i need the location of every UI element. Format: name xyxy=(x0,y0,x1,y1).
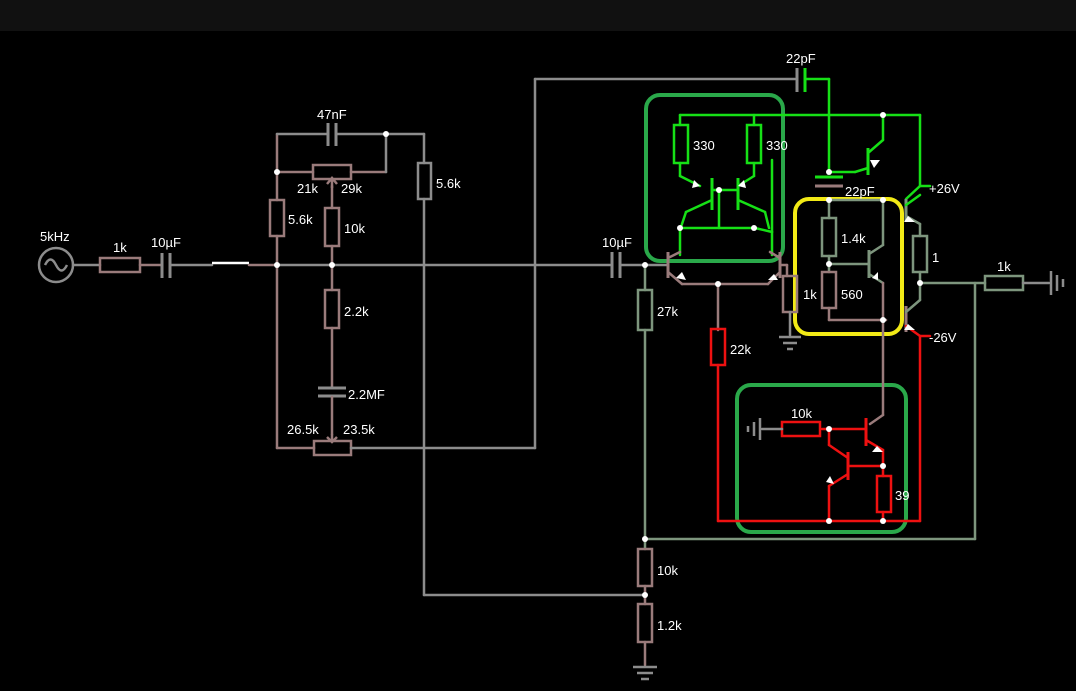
arrowheads xyxy=(676,160,915,484)
label-r-5k6-left: 5.6k xyxy=(288,212,313,227)
highlight-box-current-source xyxy=(735,383,908,534)
tone-network xyxy=(268,77,797,597)
resistor-10k-cs[interactable] xyxy=(780,420,822,438)
label-r-10k-bias: 10k xyxy=(657,563,678,578)
feedback-cap xyxy=(795,68,843,188)
resistor-330-left[interactable] xyxy=(672,123,690,165)
ground-output-icon xyxy=(1049,271,1065,295)
label-c-22pf-mid: 22pF xyxy=(845,184,875,199)
resistor-22k[interactable] xyxy=(709,327,727,367)
resistor-10k-tone[interactable] xyxy=(323,206,341,248)
resistor-1-output[interactable] xyxy=(911,234,929,274)
label-r-10k-tone: 10k xyxy=(344,221,365,236)
ground-cs-icon xyxy=(746,418,762,440)
label-source-freq: 5kHz xyxy=(40,229,70,244)
resistor-1k4[interactable] xyxy=(820,216,838,258)
resistor-330-right[interactable] xyxy=(745,123,763,165)
ground-bottom-icon xyxy=(633,665,657,681)
label-r-5k6-right: 5.6k xyxy=(436,176,461,191)
label-r-1k-load: 1k xyxy=(997,259,1011,274)
label-r-1k2: 1.2k xyxy=(657,618,682,633)
highlight-box-vbe-multiplier xyxy=(793,197,904,336)
label-c-in: 10µF xyxy=(151,235,181,250)
resistor-5k6-right[interactable] xyxy=(416,161,433,201)
junction-dots xyxy=(274,112,923,598)
label-r-39: 39 xyxy=(895,488,909,503)
label-r-22k: 22k xyxy=(730,342,751,357)
label-v-neg: -26V xyxy=(929,330,957,345)
vas-stage xyxy=(779,113,1065,351)
label-c-in2: 10µF xyxy=(602,235,632,250)
label-v-pos: +26V xyxy=(929,181,960,196)
label-pot-top-right: 29k xyxy=(341,181,362,196)
input-transistors xyxy=(666,250,789,331)
label-pot-top-left: 21k xyxy=(297,181,318,196)
label-r-1k-mid: 1k xyxy=(803,287,817,302)
label-r-330-right: 330 xyxy=(766,138,788,153)
resistor-560[interactable] xyxy=(820,270,838,310)
resistor-39[interactable] xyxy=(875,474,893,514)
label-r-in: 1k xyxy=(113,240,127,255)
label-pot-bot-right: 23.5k xyxy=(343,422,375,437)
label-r-10k-cs: 10k xyxy=(791,406,812,421)
resistor-1k2[interactable] xyxy=(636,602,654,644)
resistor-input-1k[interactable] xyxy=(98,256,142,274)
resistor-10k-bias[interactable] xyxy=(636,547,654,588)
resistor-2k2[interactable] xyxy=(323,288,341,330)
label-c-fb: 47nF xyxy=(317,107,347,122)
ground-mid-icon xyxy=(779,335,801,351)
label-r-2k2: 2.2k xyxy=(344,304,369,319)
label-r-1k4: 1.4k xyxy=(841,231,866,246)
bias-network xyxy=(610,252,977,681)
label-r-27k: 27k xyxy=(657,304,678,319)
highlight-box-diff-pair xyxy=(644,93,785,263)
label-r-560: 560 xyxy=(841,287,863,302)
resistor-5k6-left[interactable] xyxy=(268,198,286,238)
resistor-27k[interactable] xyxy=(636,288,654,332)
label-c-2m2: 2.2MF xyxy=(348,387,385,402)
label-r-330-left: 330 xyxy=(693,138,715,153)
top-toolbar xyxy=(0,0,1076,31)
label-pot-bot-left: 26.5k xyxy=(287,422,319,437)
label-r-1-out: 1 xyxy=(932,250,939,265)
input-section xyxy=(37,246,279,284)
label-c-22pf-top: 22pF xyxy=(786,51,816,66)
resistor-1k-load[interactable] xyxy=(983,274,1025,292)
